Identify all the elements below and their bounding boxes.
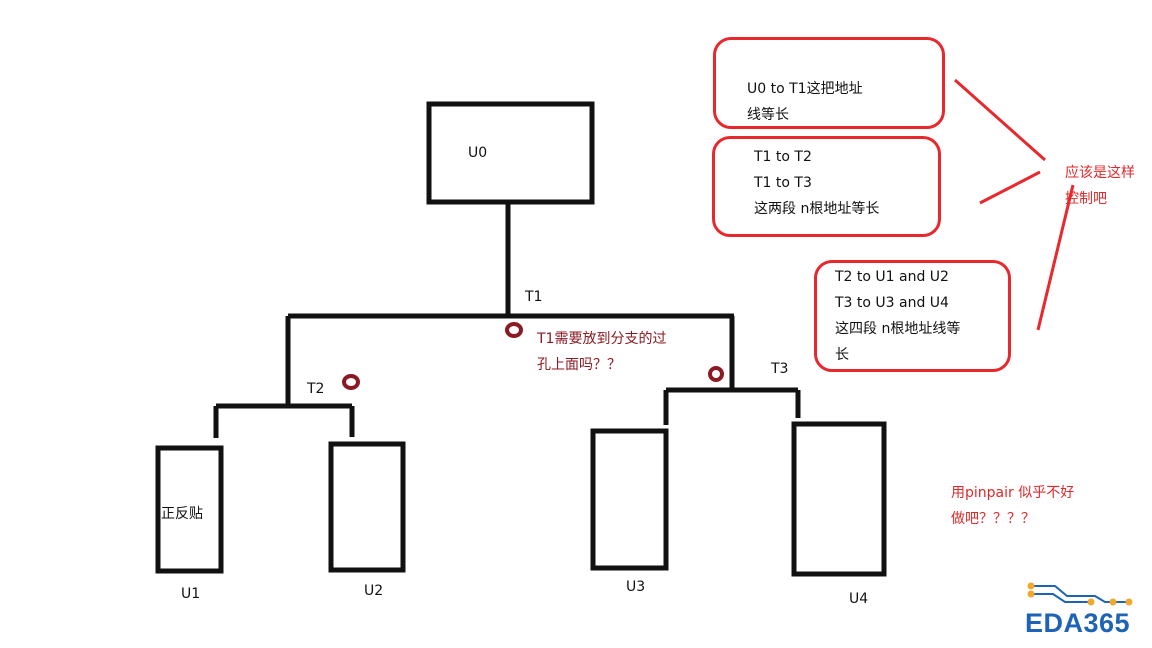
pinpair-note-line: 做吧？？？？ (951, 511, 1035, 527)
callout-line: T3 to U3 and U4 (835, 295, 949, 311)
t1-question-line: 孔上面吗？？ (537, 357, 621, 373)
callout-text-leaf-branches: T2 to U1 and U2 T3 to U3 and U4 这四段 n根地址… (835, 264, 960, 368)
callout-line: T1 to T3 (754, 175, 812, 191)
eda365-logo-circuit-icon (1027, 582, 1133, 606)
label-u3: U3 (626, 579, 646, 595)
callout-line: T1 to T2 (754, 149, 812, 165)
callout-text-u0-t1: U0 to T1这把地址 线等长 (747, 76, 863, 128)
component-u4 (791, 421, 887, 577)
component-u2 (328, 441, 406, 573)
callout-box-t1-branches (712, 136, 941, 237)
component-u3 (590, 428, 669, 571)
callout-line: T2 to U1 and U2 (835, 269, 949, 285)
pointer-line-3 (1036, 184, 1075, 331)
callout-text-t1-branches: T1 to T2 T1 to T3 这两段 n根地址等长 (754, 144, 879, 222)
via-t3 (708, 366, 724, 382)
callout-line: 长 (835, 347, 849, 363)
side-note-line: 应该是这样 (1065, 165, 1135, 181)
callout-box-leaf-branches (814, 260, 1011, 372)
callout-box-u0-t1 (713, 37, 945, 129)
t1-question-line: T1需要放到分支的过 (537, 331, 667, 347)
pointer-line-2 (979, 170, 1041, 205)
component-u0 (426, 101, 595, 205)
label-t2: T2 (307, 381, 325, 397)
side-note: 应该是这样 控制吧 (1065, 160, 1135, 212)
pointer-line-1 (954, 78, 1046, 162)
callout-line: 这四段 n根地址线等 (835, 321, 961, 337)
component-u1 (155, 445, 224, 574)
callout-line: U0 to T1这把地址 (747, 81, 863, 97)
via-t2 (342, 374, 360, 390)
pinpair-note-line: 用pinpair 似乎不好 (951, 485, 1075, 501)
label-u2: U2 (364, 583, 384, 599)
pinpair-note: 用pinpair 似乎不好 做吧？？？？ (951, 480, 1074, 532)
label-u0: U0 (468, 145, 488, 161)
label-t3: T3 (771, 361, 789, 377)
callout-line: 这两段 n根地址等长 (754, 201, 880, 217)
label-t1: T1 (525, 289, 543, 305)
side-note-line: 控制吧 (1065, 191, 1107, 207)
t1-question-note: T1需要放到分支的过 孔上面吗？？ (537, 326, 666, 378)
callout-line: 线等长 (747, 107, 789, 123)
label-u1-inner: 正反贴 (161, 506, 203, 522)
label-u1: U1 (181, 586, 201, 602)
eda365-logo-text: EDA365 (1025, 608, 1131, 638)
via-t1 (505, 322, 523, 338)
label-u4: U4 (849, 591, 869, 607)
